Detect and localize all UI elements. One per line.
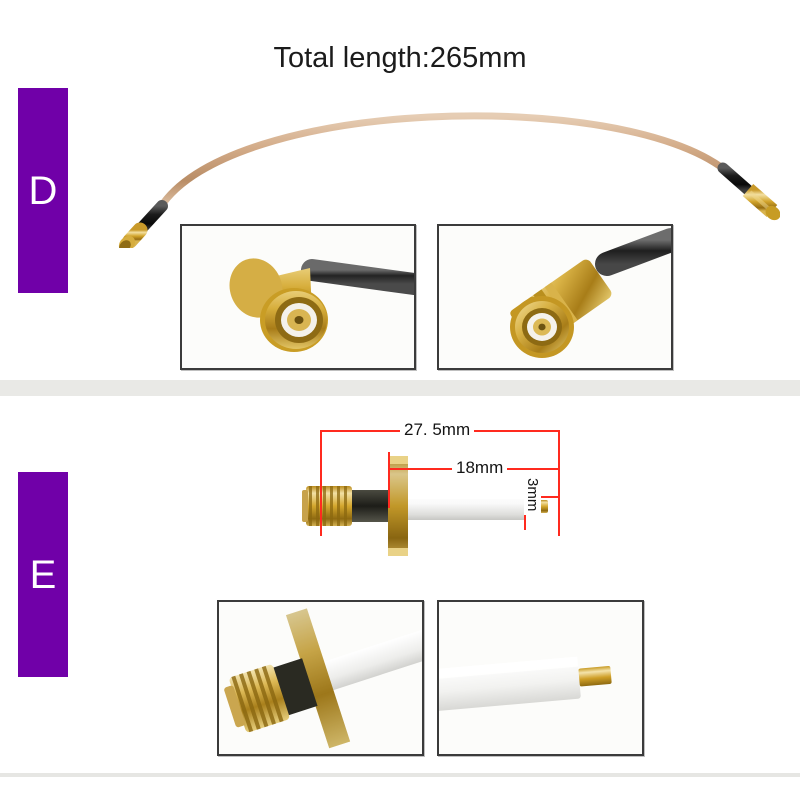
smb-straight-connector-right — [742, 183, 781, 221]
section-divider-bottom — [0, 773, 800, 777]
dim-label-overall: 27. 5mm — [400, 420, 475, 440]
coax-cable-arc — [156, 112, 729, 212]
product-section-e: E — [0, 396, 800, 773]
bulkhead-assembly-e — [300, 440, 600, 590]
smb-right-angle-closeup-svg — [229, 258, 414, 352]
inset-smb-straight-connector — [437, 224, 673, 370]
barrel-end — [224, 685, 246, 728]
inset-smb-right-angle-connector — [180, 224, 416, 370]
section-letter-tab-d: D — [18, 88, 68, 293]
total-length-caption: Total length:265mm — [273, 42, 527, 74]
product-section-d: Total length:265mm D — [0, 0, 800, 380]
gold-center-pin — [526, 500, 548, 513]
cable-jacket — [595, 228, 671, 276]
sma-bulkhead-closeup-svg — [224, 608, 422, 749]
dim-line-overall — [320, 430, 558, 432]
heatshrink-right — [717, 162, 754, 196]
section-divider-top — [0, 380, 800, 396]
center-socket — [538, 323, 546, 331]
smb-right-angle-connector-left — [118, 222, 148, 253]
flange-bar — [285, 608, 351, 749]
cable-jacket — [301, 259, 414, 295]
knurled-barrel — [260, 288, 328, 352]
connector-body-hex — [352, 490, 390, 522]
connector-face — [510, 296, 574, 358]
gold-center-pin — [578, 666, 612, 687]
mounting-flange — [388, 456, 408, 556]
center-socket — [294, 316, 304, 324]
cable-assembly-d — [100, 78, 781, 253]
smb-straight-closeup-svg — [510, 228, 671, 358]
bulkhead-assembly-svg — [302, 456, 548, 556]
cable-assembly-svg — [118, 112, 781, 253]
inset-sma-bulkhead-thread-flange — [217, 600, 424, 756]
ptfe-tube — [324, 627, 422, 691]
sma-female-threaded-barrel — [302, 486, 352, 526]
ptfe-pin-closeup-svg — [439, 656, 612, 712]
inset-ptfe-tube-gold-pin — [437, 600, 644, 756]
section-letter-tab-e: E — [18, 472, 68, 677]
